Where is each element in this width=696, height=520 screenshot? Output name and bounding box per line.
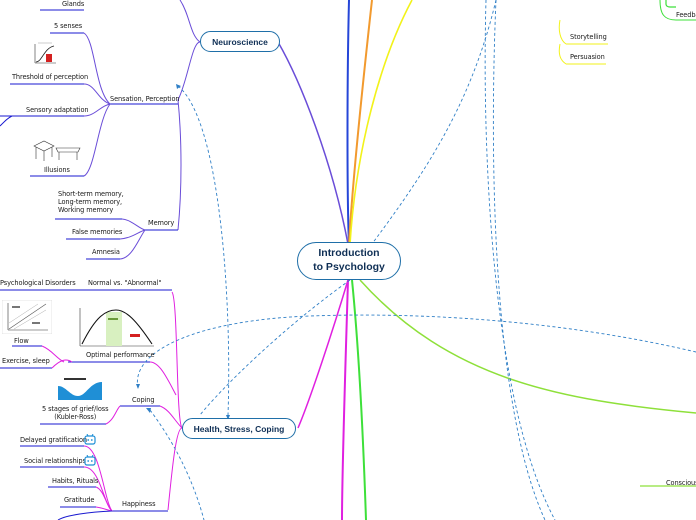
table-illusion-drawing [33,140,81,161]
flow-chart-thumbnail [2,300,52,334]
branch-line-magenta-down [341,279,349,520]
branch-line-magenta-up [297,279,349,429]
topic-grief-stages[interactable]: 5 stages of grief/loss (Kubler-Ross) [42,405,109,422]
topic-threshold-of-perception[interactable]: Threshold of perception [12,73,89,81]
topic-persuasion[interactable]: Persuasion [570,53,605,61]
central-topic[interactable]: Introduction to Psychology [297,242,401,280]
branch-line-yellow [349,0,413,245]
topic-exercise-sleep[interactable]: Exercise, sleep [2,357,50,365]
topic-feedback[interactable]: Feedba [676,11,696,19]
topic-gratitude[interactable]: Gratitude [64,496,95,504]
branch-line-violet [277,41,349,245]
topic-happiness[interactable]: Happiness [122,500,156,508]
topic-illusions[interactable]: Illusions [44,166,70,174]
topic-coping[interactable]: Coping [132,396,155,404]
topic-delayed-gratification[interactable]: Delayed gratification [20,436,87,444]
branch-line-green [359,279,696,414]
topic-memory-types[interactable]: Short-term memory, Long-term memory, Wor… [58,190,124,215]
topic-glands[interactable]: Glands [62,0,85,8]
branch-neuroscience[interactable]: Neuroscience [200,31,280,52]
feedback-icon [665,0,676,8]
topic-psychological-disorders[interactable]: Psychological Disorders [0,279,76,287]
branch-line-orange [348,0,373,245]
topic-sensation-perception[interactable]: Sensation, Perception [110,95,180,103]
topic-memory[interactable]: Memory [148,219,175,227]
robot-icon [84,434,96,445]
topic-flow[interactable]: Flow [14,337,29,345]
branch-line-blue [346,0,350,245]
topic-sensory-adaptation[interactable]: Sensory adaptation [26,106,89,114]
performance-curve-thumbnail [72,306,156,350]
topic-storytelling[interactable]: Storytelling [570,33,607,41]
relationship-lines [136,0,696,520]
topic-false-memories[interactable]: False memories [72,228,123,236]
robot-icon [84,455,96,466]
topic-conscious[interactable]: Conscious [666,479,696,487]
topic-amnesia[interactable]: Amnesia [92,248,120,256]
branch-health-stress-coping[interactable]: Health, Stress, Coping [182,418,296,439]
threshold-chart-thumbnail [32,40,58,66]
branch-line-bright-green [351,279,367,520]
topic-five-senses[interactable]: 5 senses [54,22,83,30]
topic-habits-rituals[interactable]: Habits, Rituals [52,477,99,485]
topic-optimal-performance[interactable]: Optimal performance [86,351,155,359]
topic-normal-vs-abnormal[interactable]: Normal vs. "Abnormal" [88,279,162,287]
topic-social-relationships[interactable]: Social relationships [24,457,86,465]
grief-stages-thumbnail [56,376,104,402]
